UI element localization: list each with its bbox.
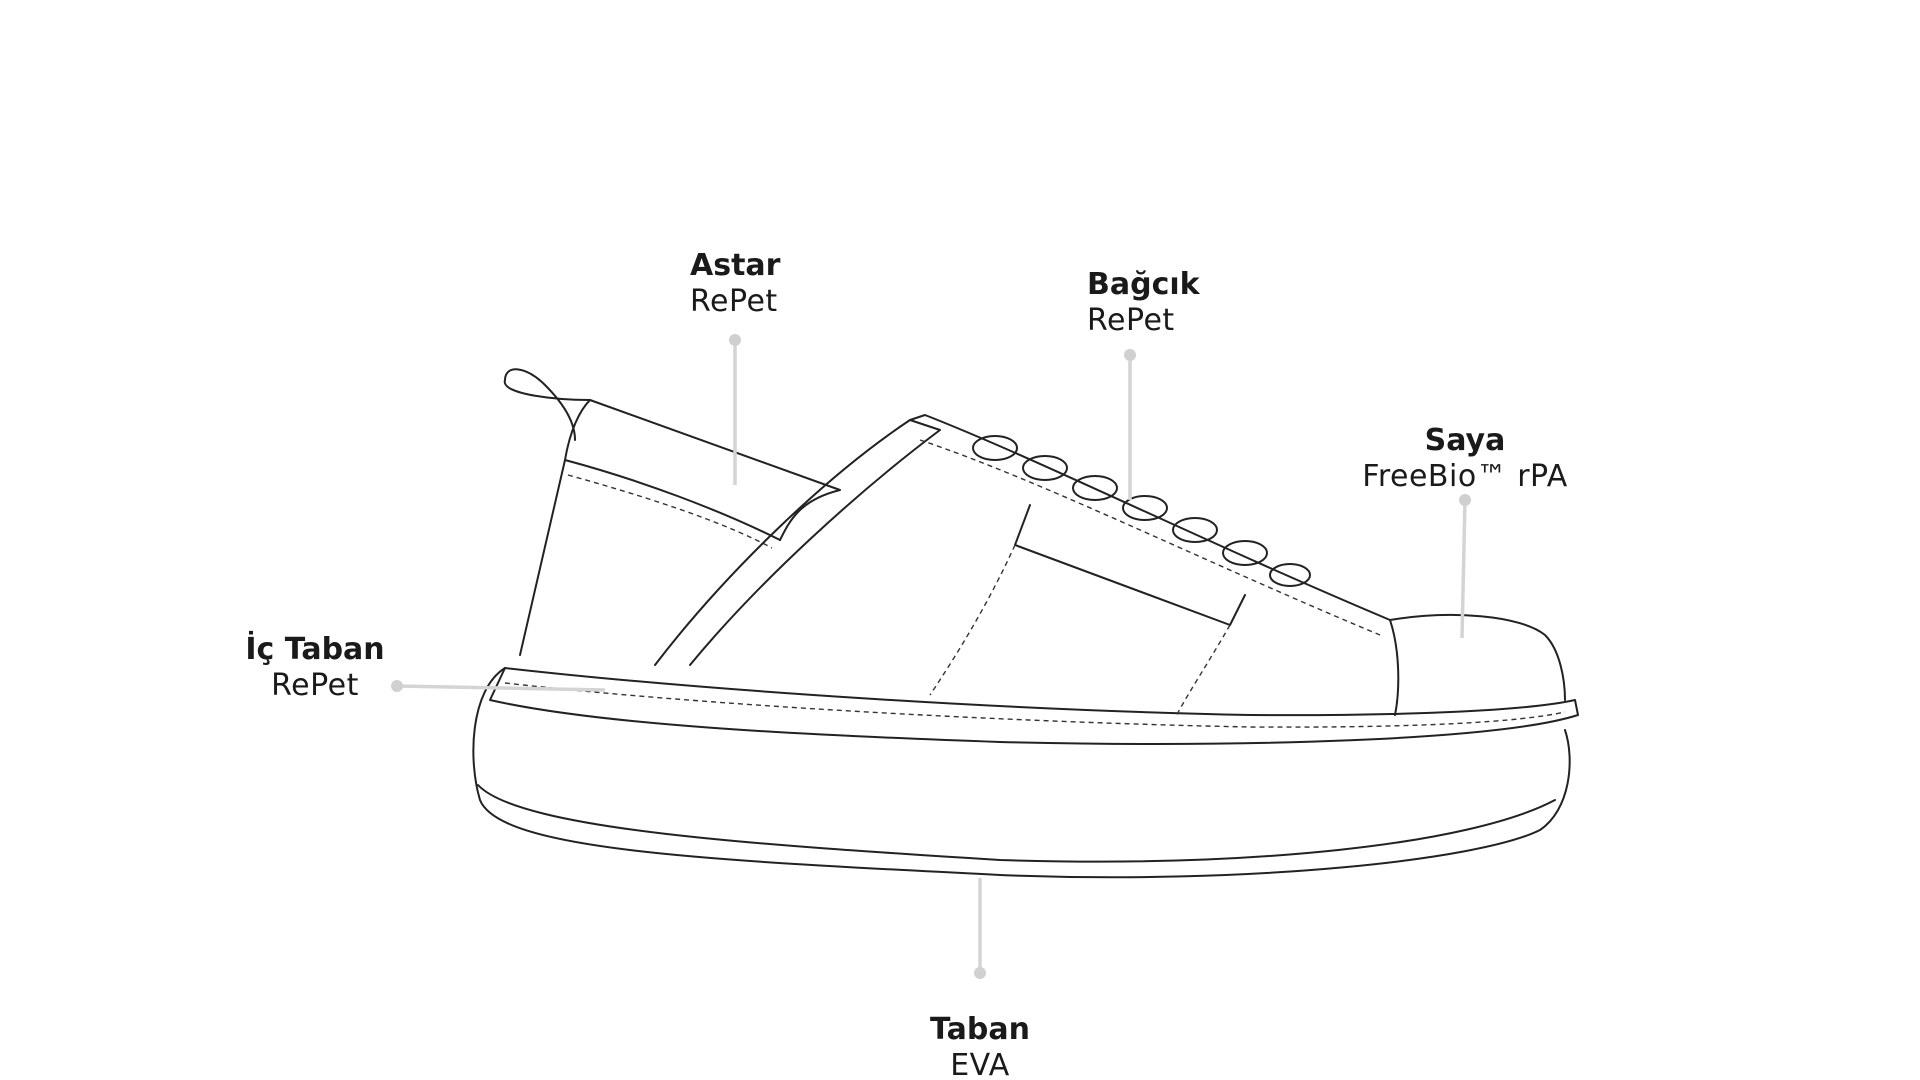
pull-tab xyxy=(503,368,591,441)
astar-name: Astar xyxy=(690,248,781,283)
saya-dot xyxy=(1459,494,1471,506)
toe-box xyxy=(1389,614,1566,701)
outsole xyxy=(472,667,1571,879)
saya-material: FreeBio™ rPA xyxy=(1362,459,1568,494)
bagcik-material: RePet xyxy=(1087,303,1175,338)
bagcik-label: Bağcık RePet xyxy=(1087,267,1200,339)
astar-dot xyxy=(729,334,741,346)
collar-lining xyxy=(564,399,841,541)
taban-material: EVA xyxy=(950,1048,1010,1080)
ic-taban-label: İç Taban RePet xyxy=(235,632,395,704)
side-panel xyxy=(1014,504,1246,626)
outsole-bottom-edge xyxy=(477,784,1556,863)
side-panel-stitch-a xyxy=(929,544,1016,696)
eyestay xyxy=(654,419,941,666)
saya-leader xyxy=(1460,499,1467,639)
tongue-throat xyxy=(909,414,1400,716)
ic-taban-dot xyxy=(391,680,403,692)
astar-material: RePet xyxy=(690,284,778,319)
midsole-stitch xyxy=(504,682,1566,728)
heel-stitch xyxy=(567,474,773,549)
ic-taban-name: İç Taban xyxy=(245,632,385,667)
laces xyxy=(972,435,1311,587)
taban-dot xyxy=(974,967,986,979)
taban-name: Taban xyxy=(930,1012,1030,1047)
saya-label: Saya FreeBio™ rPA xyxy=(1355,423,1575,495)
ic-taban-material: RePet xyxy=(271,668,359,703)
throat-stitch xyxy=(919,439,1381,636)
bagcik-dot xyxy=(1124,349,1136,361)
side-panel-stitch-b xyxy=(1174,624,1231,719)
bagcik-name: Bağcık xyxy=(1087,267,1200,302)
saya-name: Saya xyxy=(1424,423,1506,458)
astar-label: Astar RePet xyxy=(690,248,781,320)
heel-counter xyxy=(519,459,781,656)
taban-label: Taban EVA xyxy=(910,1012,1050,1080)
midsole-top xyxy=(489,667,1579,745)
ic-taban-leader xyxy=(396,684,606,692)
